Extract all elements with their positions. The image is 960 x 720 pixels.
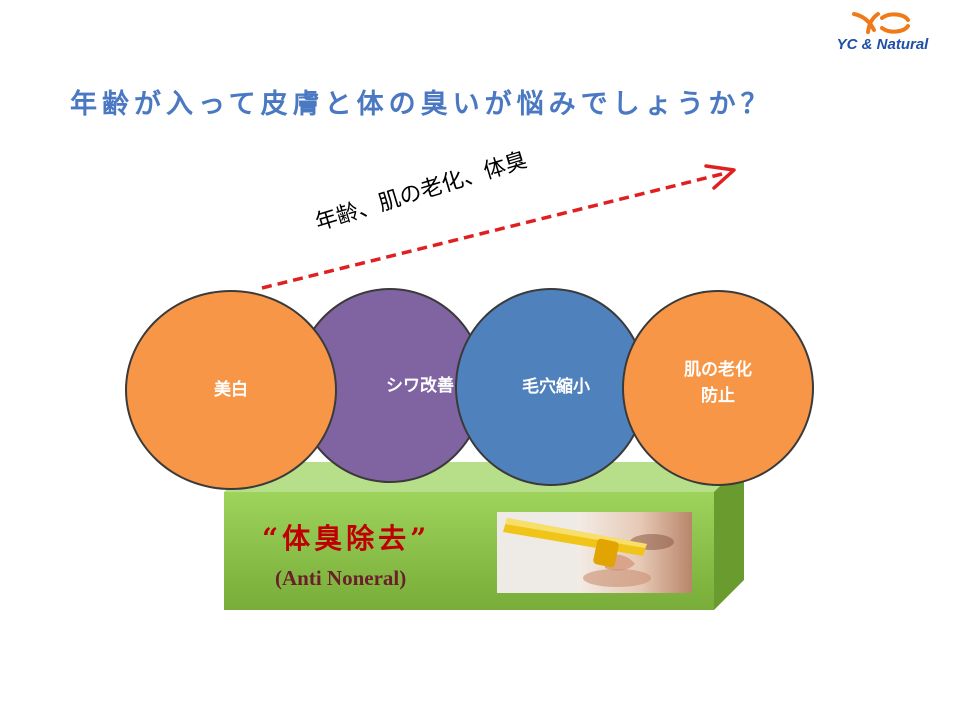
circle-label: 肌の老化 防止 [684, 360, 752, 406]
circle-label: シワ改善 [386, 375, 454, 396]
nose-pinch-photo [497, 512, 692, 593]
deodorize-title: “体臭除去” [262, 522, 431, 555]
brand-logo: YC & Natural [820, 8, 945, 60]
circle-label: 毛穴縮小 [522, 377, 590, 397]
circle-label: 美白 [214, 380, 248, 400]
brand-name: YC & Natural [836, 36, 929, 53]
circle-pore-reduction: 毛穴縮小 [455, 288, 647, 486]
circle-whitening: 美白 [125, 290, 337, 490]
page-title: 年齢が入って皮膚と体の臭いが悩みでしょうか？ [70, 89, 773, 120]
deodorize-subtitle: (Anti Noneral) [275, 566, 407, 590]
yc-logo-icon [852, 12, 910, 34]
circle-anti-aging: 肌の老化 防止 [622, 290, 814, 486]
trend-label: 年齢、肌の老化、体臭 [312, 147, 531, 237]
base-box [224, 462, 744, 610]
